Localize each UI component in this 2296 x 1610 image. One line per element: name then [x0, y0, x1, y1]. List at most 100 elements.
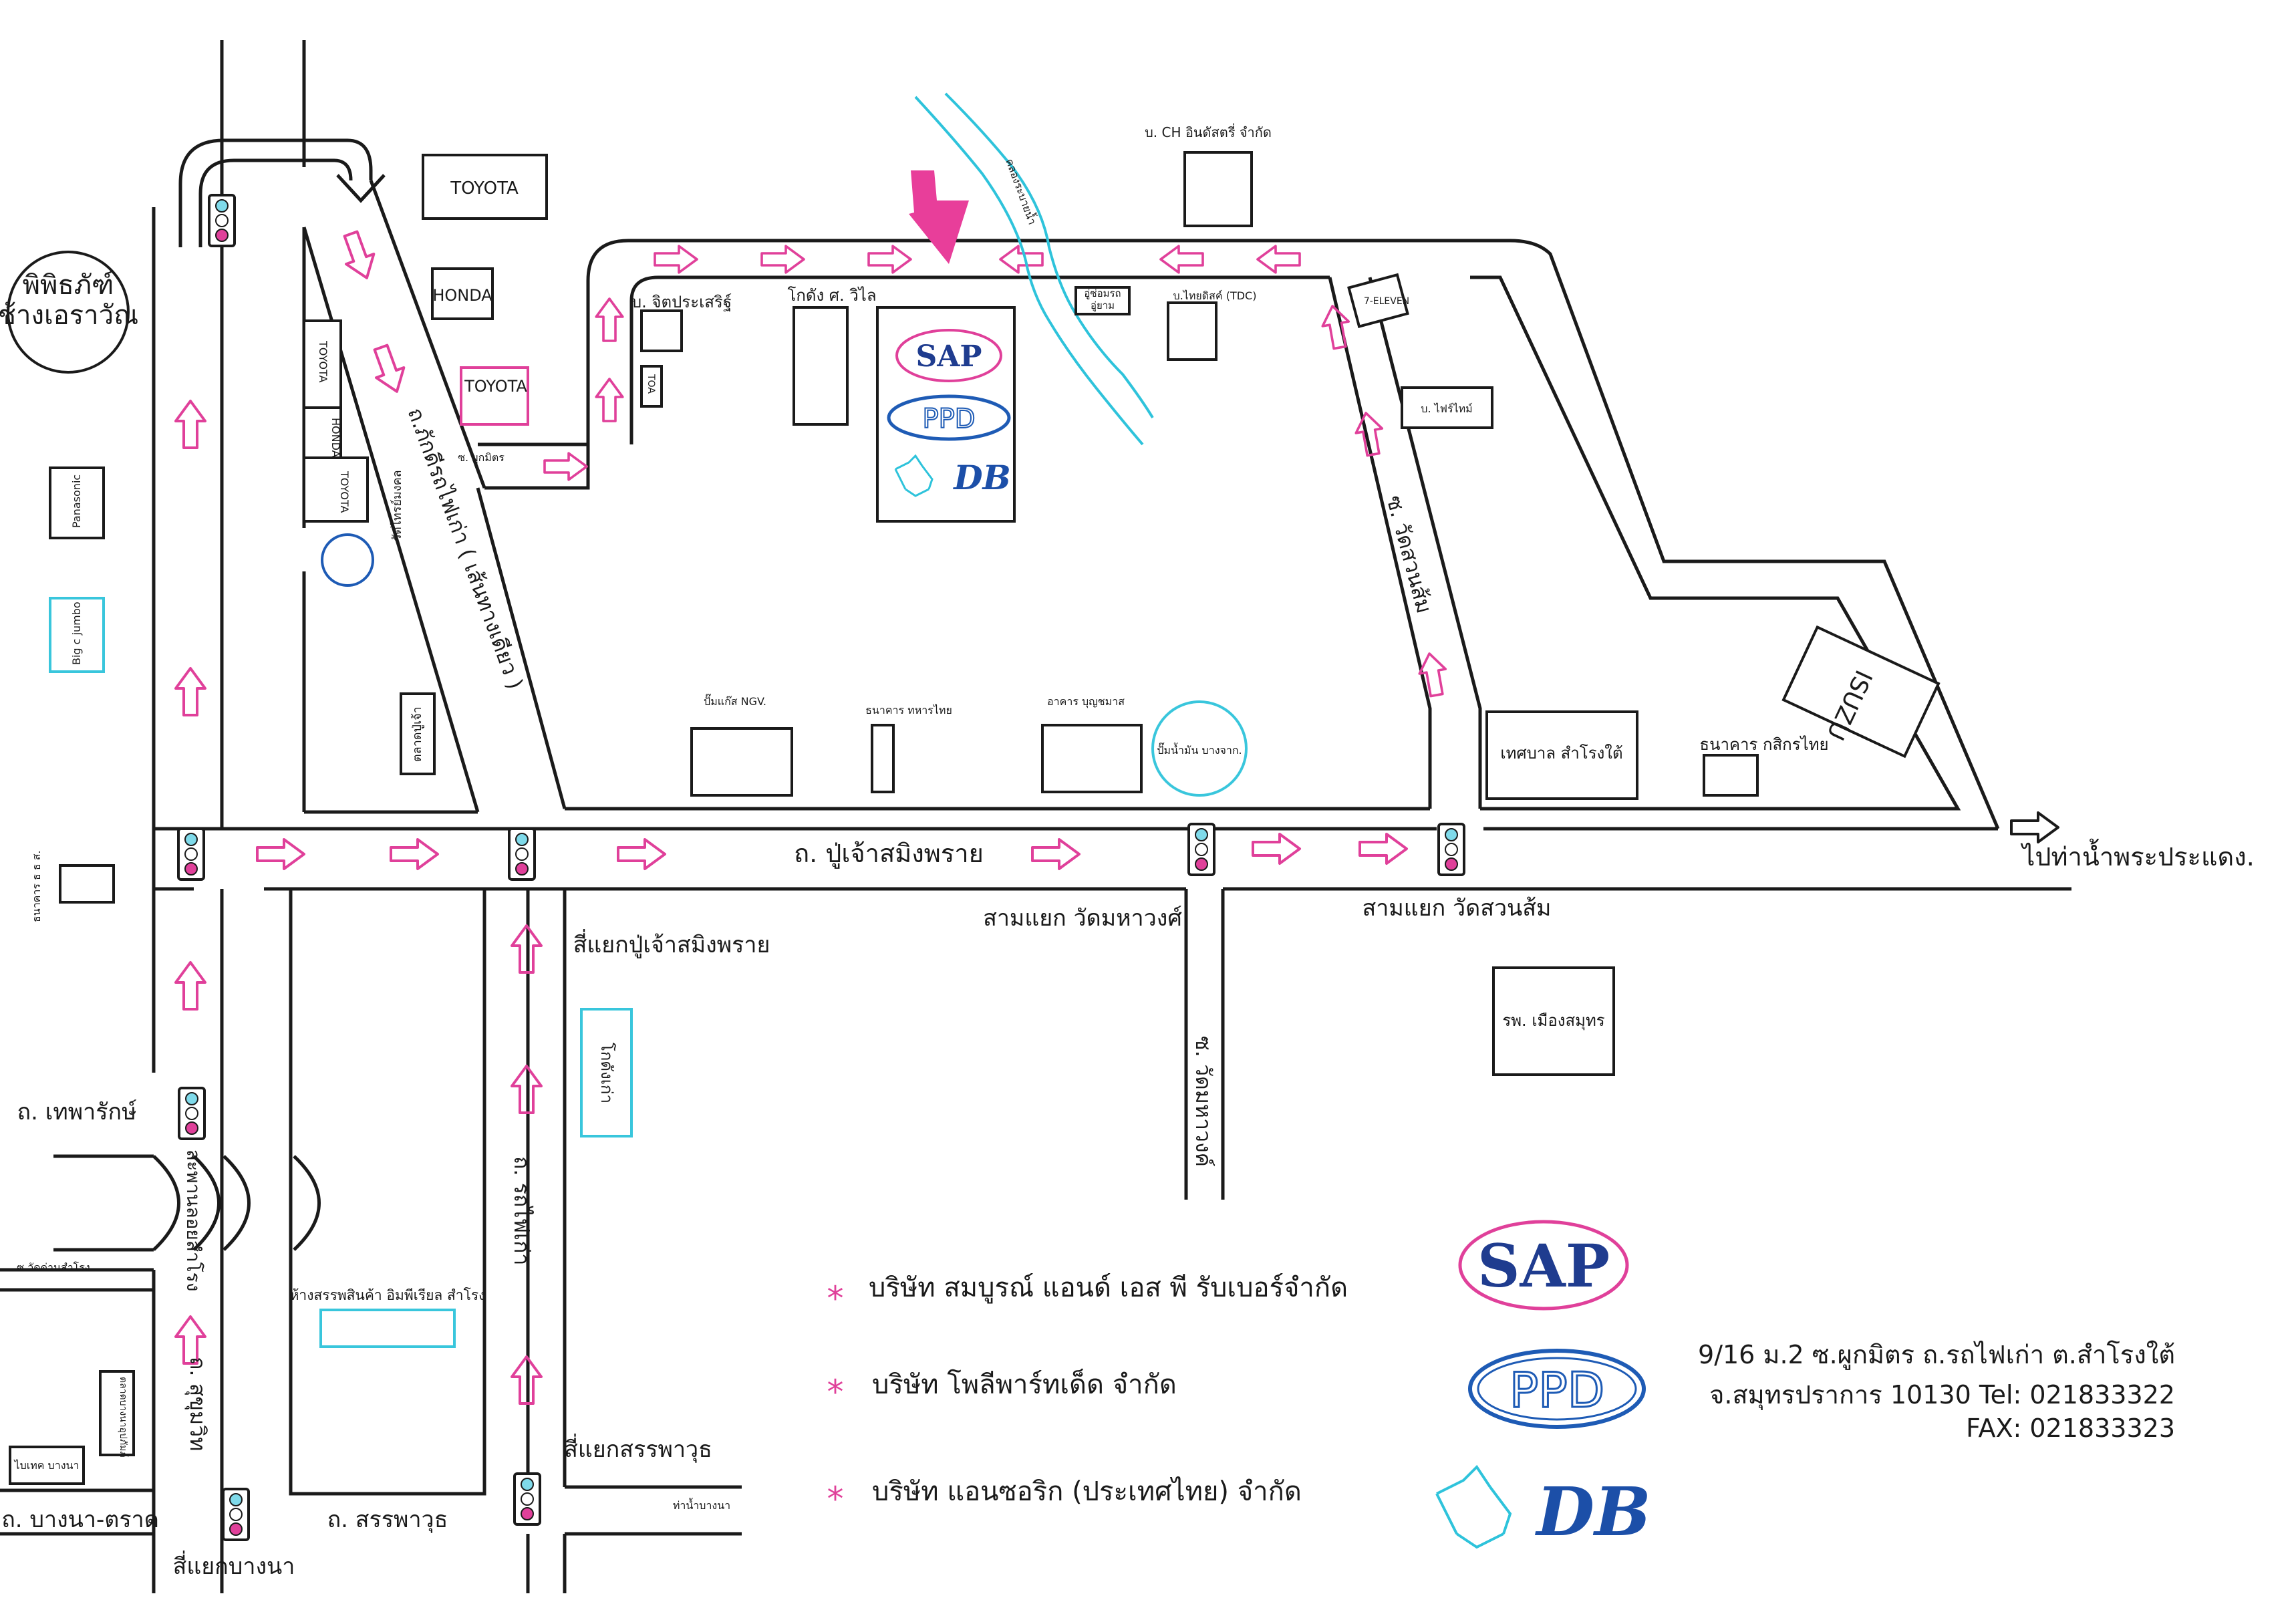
canal: [914, 92, 1154, 446]
company-2: บริษัท โพลีพาร์ทเด็ด จำกัด: [872, 1368, 1177, 1400]
location-pointer-icon: [909, 170, 969, 264]
uturn-arrowhead: [336, 174, 386, 203]
arrow-left-icon: [1159, 245, 1204, 274]
tdc-label: บ.ไทยดิสค์ (TDC): [1173, 289, 1257, 302]
warehouse-sv-label: โกดัง ศ. วิไล: [787, 286, 876, 305]
arrow-down-icon: [366, 341, 412, 398]
address-line3: FAX: 021833323: [1966, 1414, 2175, 1443]
tech-bangna-label: ไบเทค บางนา: [13, 1459, 80, 1472]
traffic-light-icon: [1437, 823, 1465, 876]
arrow-up-icon: [1318, 302, 1354, 352]
arrow-right-icon: [2010, 811, 2059, 843]
arrow-right-icon: [867, 245, 912, 274]
jit-prasert-label: บ. จิตประเสริฐ์: [631, 293, 732, 311]
junction-bangna-pier-label: ท่าน้ำบางนา: [673, 1498, 730, 1512]
seven-eleven-label: 7-ELEVEN: [1364, 296, 1409, 307]
tos-label: TOA: [645, 374, 656, 394]
ppd-logo: PPD: [1510, 1362, 1604, 1418]
hospital-label: รพ. เมืองสมุทร: [1502, 1011, 1604, 1031]
arrow-right-icon: [256, 838, 305, 870]
road-bangna-trat-label: ถ. บางนา-ตราด: [1, 1506, 159, 1533]
junction-wat-suan-som-label: สามแยก วัดสวนส้ม: [1362, 895, 1552, 922]
traffic-light-icon: [222, 1488, 250, 1541]
traffic-lights: [177, 194, 1465, 1541]
arrow-right-icon: [617, 838, 666, 870]
imperial-label: ห้างสรรพสินค้า อิมพีเรียล สำโรง: [290, 1287, 486, 1303]
traffic-light-icon: [208, 194, 236, 247]
road-samrong-bridge-label: สะพานลอยสำโรง: [182, 1150, 204, 1291]
buildings: [7, 151, 1941, 1485]
arrow-right-icon: [1358, 833, 1408, 865]
factory-logos: SAP PPD DB: [887, 329, 1011, 497]
db-swirl-icon: [1435, 1464, 1512, 1549]
traffic-light-icon: [1187, 823, 1215, 876]
road-thepharak-label: ถ. เทพารักษ์: [17, 1099, 137, 1125]
honda-v-label: HONDA: [329, 418, 342, 458]
company-3: บริษัท แอนซอริก (ประเทศไทย) จำกัด: [872, 1476, 1302, 1507]
road-soi-wat-dan-label: ซ.วัดด่านสำโรง: [17, 1261, 90, 1274]
arrow-up-icon: [174, 667, 206, 716]
arrow-right-icon: [1031, 838, 1081, 870]
road-to-phrapradaeng-label: ไปท่าน้ำพระประแดง.: [2020, 838, 2255, 871]
toyota-v1-label: TOYOTA: [317, 340, 329, 383]
warehouse-blue-label: โกดังเก่า: [597, 1043, 616, 1103]
toyota-top-label: TOYOTA: [450, 178, 519, 198]
arrow-right-icon: [1252, 833, 1301, 865]
round-bldg-label: วัดไทรย์มงคล: [390, 470, 404, 541]
ppd-logo-small: PPD: [922, 404, 975, 434]
municipal-label: เทศบาล สำโรงใต้: [1500, 744, 1622, 763]
arrow-up-icon: [595, 378, 624, 422]
sap-logo: SAP: [1477, 1231, 1610, 1301]
fai-thai-label: บ. ไฟร์ไทม์: [1421, 402, 1472, 415]
junction-poochao-label: สี่แยกปู่เจ้าสมิงพราย: [573, 929, 770, 958]
address-line2: จ.สมุทรปราการ 10130 Tel: 021833322: [1709, 1380, 2175, 1410]
petrol-label: ปั๊มน้ำมัน บางจาก.: [1157, 743, 1242, 757]
honda-label: HONDA: [432, 286, 492, 305]
arrow-up-icon: [174, 400, 206, 449]
museum-label-line1: พิพิธภัฑ์: [23, 270, 114, 301]
road-sanphawut-label: ถ. สรรพาวุธ: [327, 1506, 448, 1533]
junction-wat-mahawong-label: สามแยก วัดมหาวงศ์: [983, 905, 1182, 932]
arrow-right-icon: [390, 838, 439, 870]
bullet-star-icon: *: [827, 1480, 844, 1518]
tmb-label: ธนาคาร ทหารไทย: [865, 704, 952, 716]
arrow-right-icon: [543, 452, 588, 481]
toyota-v2-label: TOYOTA: [338, 471, 351, 513]
bullet-star-icon: *: [827, 1373, 844, 1412]
ch-industry-label: บ. CH อินดัสตรี่ จำกัด: [1145, 123, 1272, 140]
road-rama-chinatown-label: ถ.ภักดีรถไฟเก่า ( เส้นทางเดียว ): [402, 404, 528, 692]
junction-sanphawut-label: สี่แยกสรรพาวุธ: [564, 1434, 712, 1463]
toyota-mid-label: TOYOTA: [464, 377, 527, 396]
kbank-label: ธนาคาร กสิกรไทย: [1699, 735, 1828, 754]
sap-logo-small: SAP: [916, 340, 982, 374]
panasonic-label: Panasonic: [70, 475, 83, 528]
market-left-label: ตลาดบางนาอุปภัมภ์: [118, 1377, 129, 1458]
road-wat-mahawong-label: ซ. วัดมหาวงค์: [1191, 1036, 1216, 1167]
road-rotfai-kao-label: ถ. รถไฟเก่า: [509, 1156, 535, 1265]
pattaya-bldg-label: ตลาดปู่เจ้า: [410, 706, 424, 762]
arrow-up-icon: [595, 297, 624, 342]
arrow-left-icon: [1256, 245, 1301, 274]
db-logo: DB: [1534, 1472, 1651, 1551]
traffic-light-icon: [178, 1087, 206, 1140]
traffic-light-icon: [508, 827, 536, 881]
arrow-up-icon: [174, 961, 206, 1011]
museum-label-line2: ช้างเอราวัณ: [0, 300, 138, 331]
road-soi-phukmit-label: ซ. ผูกมิตร: [458, 451, 505, 464]
arrow-right-icon: [654, 245, 698, 274]
direction-arrows: [174, 227, 2059, 1405]
address-line1: 9/16 ม.2 ซ.ผูกมิตร ถ.รถไฟเก่า ต.สำโรงใต้: [1698, 1340, 2175, 1370]
road-poochao-label: ถ. ปู่เจ้าสมิงพราย: [794, 839, 984, 869]
bullet-star-icon: *: [827, 1279, 844, 1318]
arrow-down-icon: [335, 227, 382, 285]
road-sukhumvit-label: ถ. สุขุมวิท: [184, 1357, 210, 1451]
car-repair-line1: อู่ซ่อมรถ: [1084, 287, 1121, 299]
db-swirl-icon: [894, 454, 934, 497]
traffic-light-icon: [513, 1472, 541, 1526]
junction-bangna-label: สี่แยกบางนา: [173, 1551, 295, 1580]
arrow-up-icon: [1415, 650, 1451, 699]
arrow-right-icon: [760, 245, 805, 274]
traffic-light-icon: [177, 827, 205, 881]
ngv-label: ปั๊มแก๊ส NGV.: [704, 694, 766, 708]
